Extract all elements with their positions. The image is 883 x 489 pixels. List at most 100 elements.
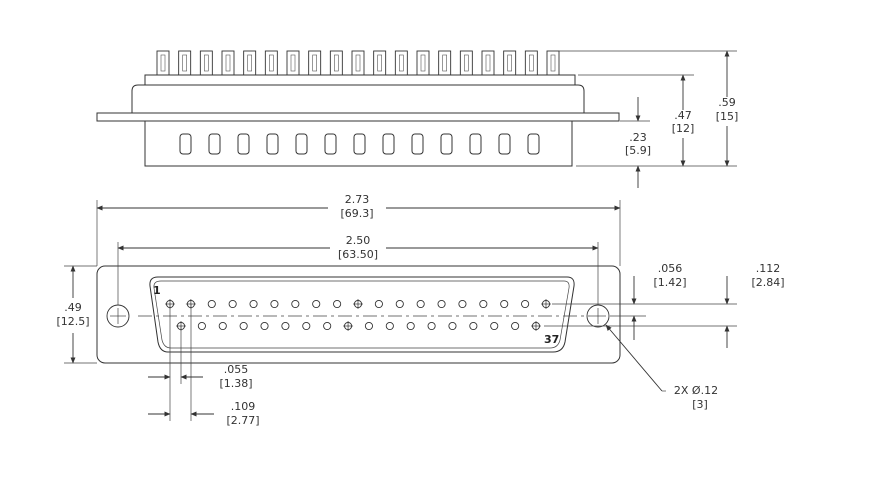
contact-window bbox=[498, 133, 511, 155]
front-view: 1 37 2.73 [69.3] 2.50 [63.50] .49 [12.5]… bbox=[56, 193, 784, 427]
upper-shell bbox=[131, 84, 585, 114]
mounting-hole-left bbox=[106, 304, 130, 328]
pin-hole bbox=[385, 321, 394, 331]
pin-tail bbox=[524, 50, 538, 76]
pin-hole bbox=[333, 299, 342, 309]
pin-tail bbox=[243, 50, 257, 76]
pin-hole bbox=[395, 299, 404, 309]
pin-tails bbox=[156, 50, 560, 76]
contact-window bbox=[237, 133, 250, 155]
pin-hole bbox=[302, 321, 311, 331]
pin-tail bbox=[459, 50, 473, 76]
pin-hole bbox=[228, 299, 237, 309]
contact-window bbox=[353, 133, 366, 155]
contact-window bbox=[440, 133, 453, 155]
contact-window bbox=[295, 133, 308, 155]
d-shell-inner bbox=[153, 280, 570, 349]
pin-hole bbox=[260, 321, 269, 331]
pin-37-label: 37 bbox=[544, 333, 559, 346]
rear-insulator bbox=[144, 74, 576, 86]
pin-tail bbox=[178, 50, 192, 76]
dim-height-in: .49 bbox=[64, 301, 82, 314]
dim-row-offset-mm: [1.42] bbox=[653, 276, 686, 289]
pin-hole bbox=[479, 299, 488, 309]
dim-pin-offset-in: .055 bbox=[224, 363, 249, 376]
pin-hole bbox=[458, 299, 467, 309]
pin-hole bbox=[427, 321, 436, 331]
dim-side-height-mid-in: .47 bbox=[674, 109, 692, 122]
pin-hole bbox=[312, 299, 321, 309]
pin-hole bbox=[448, 321, 457, 331]
dim-side-height-mid-mm: [12] bbox=[672, 122, 695, 135]
dim-row-pitch-in: .112 bbox=[756, 262, 781, 275]
pin-hole bbox=[323, 321, 332, 331]
pin-hole bbox=[406, 321, 415, 331]
dim-side-height-total-in: .59 bbox=[718, 96, 736, 109]
dim-side-height-shell-in: .23 bbox=[629, 131, 647, 144]
pin-hole bbox=[521, 299, 530, 309]
pin-hole bbox=[437, 299, 446, 309]
contact-window bbox=[527, 133, 540, 155]
pin-hole bbox=[249, 299, 258, 309]
pin-tail bbox=[438, 50, 452, 76]
contact-window bbox=[382, 133, 395, 155]
contact-window bbox=[411, 133, 424, 155]
pin-1-label: 1 bbox=[153, 284, 161, 297]
dim-overall-width-mm: [69.3] bbox=[340, 207, 373, 220]
pin-hole bbox=[207, 299, 216, 309]
pin-tail bbox=[503, 50, 517, 76]
pin-hole bbox=[281, 321, 290, 331]
pin-field bbox=[165, 299, 551, 331]
dim-overall-width-in: 2.73 bbox=[345, 193, 370, 206]
pin-tail bbox=[221, 50, 235, 76]
dim-side-height-total-mm: [15] bbox=[716, 110, 739, 123]
pin-hole bbox=[364, 321, 373, 331]
contact-window bbox=[266, 133, 279, 155]
pin-hole bbox=[218, 321, 227, 331]
pin-hole bbox=[416, 299, 425, 309]
flange bbox=[96, 112, 620, 122]
pin-tail bbox=[308, 50, 322, 76]
pin-tail bbox=[351, 50, 365, 76]
mounting-hole-right bbox=[586, 304, 610, 328]
contact-window bbox=[469, 133, 482, 155]
pin-tail bbox=[416, 50, 430, 76]
pin-hole bbox=[531, 321, 541, 331]
pin-tail bbox=[373, 50, 387, 76]
contact-windows bbox=[179, 133, 540, 155]
pin-tail bbox=[264, 50, 278, 76]
pin-tail bbox=[546, 50, 560, 76]
dim-row-offset-in: .056 bbox=[658, 262, 683, 275]
pin-tail bbox=[394, 50, 408, 76]
pin-tail bbox=[329, 50, 343, 76]
dim-side-height-shell-mm: [5.9] bbox=[625, 144, 651, 157]
dim-hole-spacing-mm: [63.50] bbox=[338, 248, 378, 261]
d-shell-outer bbox=[149, 276, 575, 353]
dim-pin-offset-mm: [1.38] bbox=[219, 377, 252, 390]
dim-mount-hole-mm: [3] bbox=[692, 398, 708, 411]
pin-hole bbox=[343, 321, 354, 331]
pin-tail bbox=[199, 50, 213, 76]
dim-pin-pitch-in: .109 bbox=[231, 400, 256, 413]
pin-hole bbox=[374, 299, 383, 309]
pin-hole bbox=[511, 321, 520, 331]
pin-hole bbox=[239, 321, 248, 331]
dim-row-pitch-mm: [2.84] bbox=[751, 276, 784, 289]
pin-tail bbox=[481, 50, 495, 76]
pin-hole bbox=[490, 321, 499, 331]
pin-hole bbox=[353, 299, 363, 309]
dim-height-mm: [12.5] bbox=[56, 315, 89, 328]
pin-hole bbox=[541, 299, 551, 309]
pin-hole bbox=[500, 299, 509, 309]
dim-hole-spacing-in: 2.50 bbox=[346, 234, 371, 247]
dim-mount-hole-label: 2X Ø.12 bbox=[674, 384, 718, 397]
side-view: .59 [15] .47 [12] .23 [5.9] bbox=[96, 50, 739, 188]
contact-window bbox=[324, 133, 337, 155]
dim-pin-pitch-mm: [2.77] bbox=[226, 414, 259, 427]
pin-hole bbox=[291, 299, 300, 309]
pin-hole bbox=[197, 321, 206, 331]
pin-tail bbox=[286, 50, 300, 76]
pin-hole bbox=[270, 299, 279, 309]
pin-tail bbox=[156, 50, 170, 76]
